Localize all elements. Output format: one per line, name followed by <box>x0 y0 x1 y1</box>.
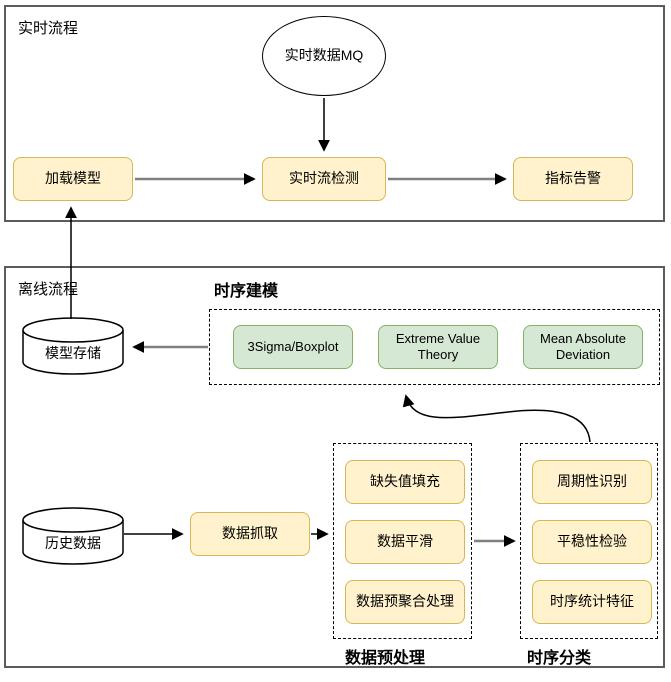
node-label: 实时流检测 <box>289 170 359 187</box>
node-label: 周期性识别 <box>557 473 627 490</box>
node-realtime-stream-detect: 实时流检测 <box>262 157 386 201</box>
node-label: 模型存储 <box>45 345 101 361</box>
node-model-storage: 模型存储 <box>22 317 124 375</box>
group-title-timeseries-modeling: 时序建模 <box>214 283 279 300</box>
node-label: 数据平滑 <box>377 533 433 550</box>
node-label: 数据抓取 <box>222 525 278 542</box>
node-label: Extreme Value Theory <box>395 330 481 362</box>
realtime-section-label: 实时流程 <box>18 20 79 37</box>
group-timeseries-classification: 周期性识别 平稳性检验 时序统计特征 <box>520 443 658 639</box>
group-data-preprocessing: 缺失值填充 数据平滑 数据预聚合处理 <box>333 443 472 639</box>
node-periodicity-detection: 周期性识别 <box>532 460 652 504</box>
node-label: 时序统计特征 <box>550 593 634 610</box>
cylinder-shape-icon <box>22 317 124 375</box>
node-label: 加载模型 <box>45 170 101 187</box>
node-label: 3Sigma/Boxplot <box>247 338 339 354</box>
node-timeseries-statistical-features: 时序统计特征 <box>532 580 652 624</box>
node-label: 指标告警 <box>545 170 601 187</box>
node-3sigma-boxplot: 3Sigma/Boxplot <box>233 325 353 369</box>
node-history-data: 历史数据 <box>22 507 124 565</box>
node-label: Mean Absolute Deviation <box>539 330 626 362</box>
node-label: 数据预聚合处理 <box>356 593 454 610</box>
node-load-model: 加载模型 <box>13 157 133 201</box>
offline-section-label: 离线流程 <box>18 281 79 298</box>
node-missing-value-fill: 缺失值填充 <box>345 460 465 504</box>
group-timeseries-modeling: 3Sigma/Boxplot Extreme Value Theory Mean… <box>209 309 660 385</box>
node-realtime-data-mq: 实时数据MQ <box>262 16 386 96</box>
node-stationarity-test: 平稳性检验 <box>532 520 652 564</box>
node-data-smoothing: 数据平滑 <box>345 520 465 564</box>
group-title-data-preprocessing: 数据预处理 <box>345 650 426 667</box>
cylinder-shape-icon <box>22 507 124 565</box>
node-metric-alert: 指标告警 <box>513 157 633 201</box>
node-mean-absolute-deviation: Mean Absolute Deviation <box>523 325 643 369</box>
node-label: 缺失值填充 <box>370 473 440 490</box>
node-label: 历史数据 <box>45 535 101 551</box>
node-extreme-value-theory: Extreme Value Theory <box>378 325 498 369</box>
node-data-fetch: 数据抓取 <box>190 512 310 556</box>
node-data-preaggregation: 数据预聚合处理 <box>345 580 465 624</box>
realtime-section-frame: 实时流程 <box>4 5 665 222</box>
offline-section-frame: 离线流程 <box>4 266 665 668</box>
node-label: 实时数据MQ <box>284 47 364 64</box>
node-label: 平稳性检验 <box>557 533 627 550</box>
group-title-timeseries-classification: 时序分类 <box>527 650 592 667</box>
